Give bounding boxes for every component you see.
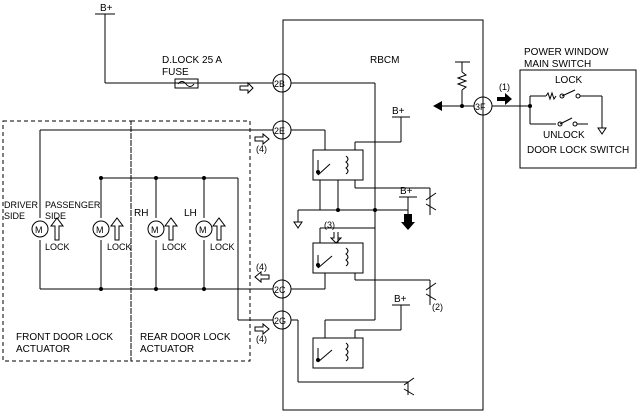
switch-lock-label: LOCK	[555, 75, 583, 86]
svg-text:M: M	[199, 225, 207, 235]
door-lock-switch	[492, 89, 607, 135]
rbcm-title: RBCM	[370, 55, 399, 66]
rbcm-box	[282, 19, 484, 411]
signal-arrow-left-icon	[433, 101, 442, 111]
signal-4-arrow-a-icon	[254, 132, 270, 146]
svg-text:2E: 2E	[274, 126, 285, 136]
current-arrow-icon	[239, 81, 254, 95]
front-actuator-box	[2, 120, 132, 362]
front-actuator-label-2: ACTUATOR	[16, 344, 70, 355]
terminal-2e: 2E	[272, 120, 292, 140]
fuse-label-line1: D.LOCK 25 A	[162, 55, 222, 66]
svg-text:2G: 2G	[274, 316, 286, 326]
signal-4-label-a: (4)	[256, 144, 267, 154]
svg-text:M: M	[151, 225, 159, 235]
door-lock-switch-label: DOOR LOCK SWITCH	[527, 145, 629, 156]
lock-label-driver: LOCK	[45, 242, 70, 252]
svg-text:M: M	[35, 225, 43, 235]
terminal-2c: 2C	[272, 279, 292, 299]
driver-side-label-2: SIDE	[4, 211, 25, 221]
lh-label: LH	[184, 208, 197, 219]
motor-driver-side: M	[31, 217, 64, 241]
rear-actuator-box	[130, 120, 251, 362]
bplus-label: B+	[100, 3, 113, 14]
signal-3-arrow-icon	[329, 232, 343, 244]
bplus-label-inner-1: B+	[392, 106, 405, 117]
switch-panel-title-1: POWER WINDOW	[524, 47, 609, 58]
rear-actuator-label-2: ACTUATOR	[140, 344, 194, 355]
signal-2-label: (2)	[432, 302, 443, 312]
fuse-label-line2: FUSE	[162, 67, 189, 78]
battery-supply-top: B+	[95, 3, 273, 84]
front-actuator-label-1: FRONT DOOR LOCK	[16, 332, 113, 343]
bplus-arrow-icon	[401, 214, 415, 230]
signal-1-label: (1)	[499, 82, 510, 92]
fuse	[174, 78, 199, 89]
svg-text:3F: 3F	[475, 102, 486, 112]
passenger-side-label-1: PASSENGER	[45, 200, 101, 210]
signal-4-label-c: (4)	[256, 334, 267, 344]
lock-label-passenger: LOCK	[107, 242, 132, 252]
signal-4-label-b: (4)	[256, 262, 267, 272]
svg-text:2C: 2C	[274, 285, 286, 295]
terminal-2b: 2B	[272, 73, 292, 93]
signal-4-arrow-b-icon	[254, 270, 270, 284]
terminal-2g: 2G	[272, 310, 292, 330]
lock-label-lh: LOCK	[210, 242, 235, 252]
switch-unlock-label: UNLOCK	[543, 130, 585, 141]
motor-lh: M	[195, 217, 226, 241]
lock-label-rh: LOCK	[162, 242, 187, 252]
rh-label: RH	[134, 208, 148, 219]
signal-3-label: (3)	[324, 220, 335, 230]
rbcm-internal-wiring: (3) (2)	[291, 61, 474, 396]
motor-rh: M	[147, 217, 178, 241]
driver-side-label-1: DRIVER	[4, 200, 39, 210]
switch-panel-title-2: MAIN SWITCH	[524, 59, 591, 70]
svg-text:M: M	[96, 225, 104, 235]
bplus-label-inner-2: B+	[400, 186, 413, 197]
bplus-label-inner-3: B+	[394, 294, 407, 305]
motor-passenger-side: M	[92, 217, 124, 241]
switch-panel-box	[519, 69, 637, 169]
actuator-wiring	[39, 129, 273, 321]
passenger-side-label-2: SIDE	[45, 211, 66, 221]
svg-text:2B: 2B	[274, 79, 285, 89]
rear-actuator-label-1: REAR DOOR LOCK	[140, 332, 231, 343]
signal-1-arrow-icon	[497, 93, 512, 105]
signal-4-arrow-c-icon	[254, 322, 270, 336]
